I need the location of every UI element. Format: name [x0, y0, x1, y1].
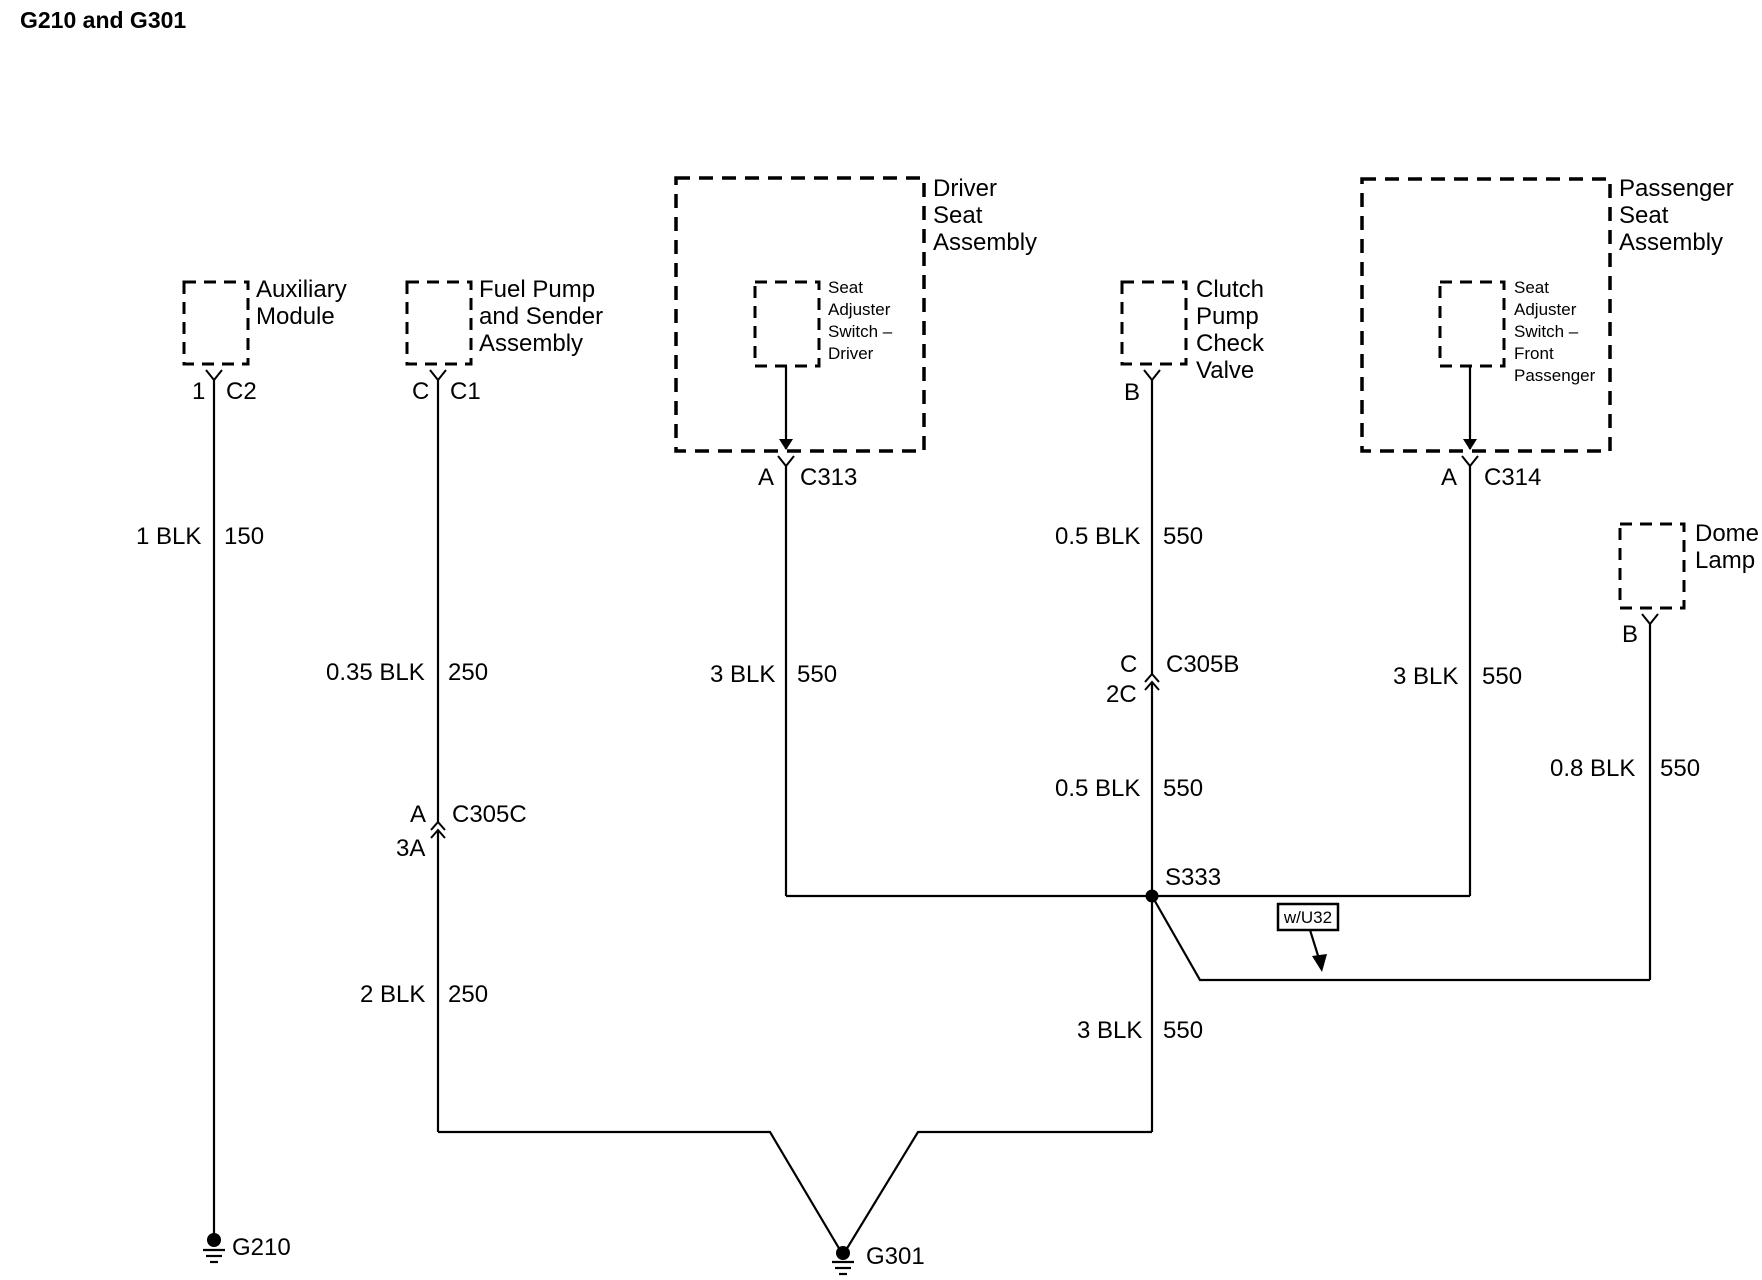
driver-switch-label-2: Adjuster — [828, 300, 891, 319]
passenger-switch-label-1: Seat — [1514, 278, 1549, 297]
wire-550-ground-size: 3 BLK — [1077, 1017, 1142, 1044]
connector-c314-label: C314 — [1484, 464, 1541, 491]
fuel-pump-label-3: Assembly — [479, 330, 583, 357]
wire-150-size: 1 BLK — [136, 523, 201, 550]
driver-switch-label-4: Driver — [828, 344, 874, 363]
option-tag-label: w/U32 — [1283, 908, 1332, 927]
option-tag-box — [1276, 902, 1340, 932]
wire-250-lower-circuit: 250 — [448, 981, 488, 1008]
wire-550-driver-circuit: 550 — [797, 661, 837, 688]
ground-g301-label: G301 — [866, 1243, 925, 1270]
connector-c1-symbol — [429, 369, 447, 382]
wire-550-ground-circuit: 550 — [1163, 1017, 1203, 1044]
driver-switch-label-3: Switch – — [828, 322, 893, 341]
connector-c305b-pin-top: C — [1120, 651, 1137, 678]
connector-c305c-label: C305C — [452, 801, 527, 828]
wire-250-upper-circuit: 250 — [448, 659, 488, 686]
passenger-seat-label-3: Assembly — [1619, 229, 1723, 256]
driver-switch-arrow-icon — [779, 439, 793, 450]
connector-c2-label: C2 — [226, 378, 257, 405]
splice-s333-label: S333 — [1165, 864, 1221, 891]
clutch-valve-label-2: Pump — [1196, 303, 1259, 330]
wire-550-dome-circuit: 550 — [1660, 755, 1700, 782]
fuel-pump-label-1: Fuel Pump — [479, 276, 595, 303]
connector-c313-symbol — [777, 455, 795, 468]
wire-550-driver-size: 3 BLK — [710, 661, 775, 688]
clutch-valve-label-3: Check — [1196, 330, 1265, 357]
wire-550-dome-size: 0.8 BLK — [1550, 755, 1635, 782]
wire-550-passenger-circuit: 550 — [1482, 663, 1522, 690]
connector-c313-label: C313 — [800, 464, 857, 491]
connector-c305c-pin-top: A — [410, 801, 426, 828]
diagram-title: G210 and G301 — [20, 7, 186, 33]
connector-dome-pin: B — [1622, 621, 1638, 648]
driver-switch-label-1: Seat — [828, 278, 863, 297]
passenger-seat-label-2: Seat — [1619, 202, 1669, 229]
connector-c1-label: C1 — [450, 378, 481, 405]
wire-550-clutch-middle-circuit: 550 — [1163, 775, 1203, 802]
seat-adjuster-switch-passenger: Seat Adjuster Switch – Front Passenger — [1438, 278, 1596, 385]
connector-clutch-pin: B — [1124, 379, 1140, 406]
wire-550-clutch-middle-size: 0.5 BLK — [1055, 775, 1140, 802]
wire-550-clutch-upper-circuit: 550 — [1163, 523, 1203, 550]
connector-c2-symbol — [205, 369, 223, 382]
wire-150-circuit: 150 — [224, 523, 264, 550]
passenger-switch-label-4: Front — [1514, 344, 1554, 363]
wire-550-passenger-size: 3 BLK — [1393, 663, 1458, 690]
connector-clutch-symbol — [1143, 369, 1161, 382]
passenger-switch-label-3: Switch – — [1514, 322, 1579, 341]
wire-550-clutch-upper-size: 0.5 BLK — [1055, 523, 1140, 550]
fuel-pump-label-2: and Sender — [479, 303, 603, 330]
dome-lamp: Dome Lamp — [1618, 520, 1759, 610]
passenger-seat-assembly: Passenger Seat Assembly — [1360, 175, 1734, 453]
seat-adjuster-switch-driver: Seat Adjuster Switch – Driver — [753, 278, 893, 368]
connector-c1-pin: C — [412, 378, 429, 405]
driver-seat-label-1: Driver — [933, 175, 997, 202]
wire-option-branch — [1151, 895, 1650, 982]
passenger-switch-arrow-icon — [1463, 439, 1477, 450]
ground-g210-label: G210 — [232, 1234, 291, 1261]
driver-seat-label-2: Seat — [933, 202, 983, 229]
dome-lamp-label-2: Lamp — [1695, 547, 1755, 574]
passenger-switch-label-5: Passenger — [1514, 366, 1596, 385]
connector-dome-symbol — [1641, 613, 1659, 626]
connector-c305b-label: C305B — [1166, 651, 1239, 678]
option-tag-arrow-icon — [1312, 954, 1327, 972]
auxiliary-module-label-1: Auxiliary — [256, 276, 347, 303]
clutch-valve-label-4: Valve — [1196, 357, 1254, 384]
passenger-seat-label-1: Passenger — [1619, 175, 1734, 202]
ground-symbol-g301 — [832, 1246, 854, 1276]
connector-c314-pin: A — [1441, 464, 1457, 491]
ground-bus-wire — [438, 1130, 1152, 1258]
connector-c2-pin: 1 — [192, 378, 205, 405]
clutch-pump-check-valve: Clutch Pump Check Valve — [1120, 276, 1265, 384]
wire-250-upper-size: 0.35 BLK — [326, 659, 425, 686]
clutch-valve-label-1: Clutch — [1196, 276, 1264, 303]
dome-lamp-label-1: Dome — [1695, 520, 1759, 547]
passenger-switch-label-2: Adjuster — [1514, 300, 1577, 319]
auxiliary-module-label-2: Module — [256, 303, 335, 330]
ground-symbol-g210 — [203, 1233, 225, 1264]
auxiliary-module: Auxiliary Module — [182, 276, 347, 366]
driver-seat-assembly: Driver Seat Assembly — [674, 175, 1037, 453]
fuel-pump-assembly: Fuel Pump and Sender Assembly — [405, 276, 603, 366]
connector-c305b-pin-bottom: 2C — [1106, 681, 1137, 708]
connector-c305c-pin-bottom: 3A — [396, 835, 425, 862]
connector-c313-pin: A — [758, 464, 774, 491]
wire-250-lower-size: 2 BLK — [360, 981, 425, 1008]
driver-seat-label-3: Assembly — [933, 229, 1037, 256]
connector-c314-symbol — [1461, 455, 1479, 468]
